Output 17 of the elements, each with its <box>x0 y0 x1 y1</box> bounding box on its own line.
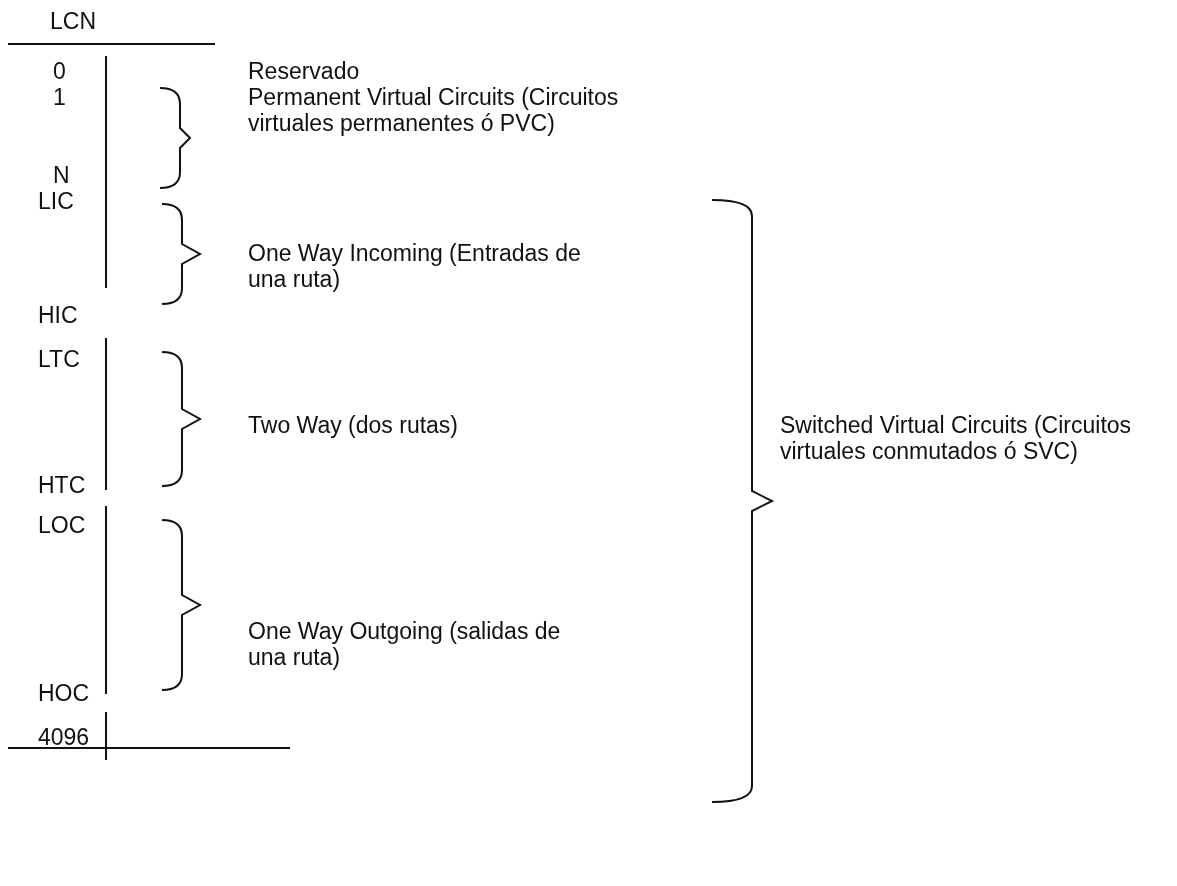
row-number: HTC <box>38 472 86 498</box>
range-label: One Way Outgoing (salidas de una ruta) <box>248 618 562 670</box>
row-number: LOC <box>38 512 86 538</box>
row-number: 1 <box>53 84 66 110</box>
row-number: LTC <box>38 346 80 372</box>
row-number: 0 <box>53 58 66 84</box>
row-number: N <box>53 162 70 188</box>
range-label: Permanent Virtual Circuits (Circuitos virtuales permanentes ó PVC) <box>248 84 620 136</box>
range-label: Switched Virtual Circuits (Circuitos virtuales conmutados ó SVC) <box>780 412 1133 464</box>
column-heading: LCN <box>50 8 96 34</box>
range-label: Reservado <box>248 58 360 84</box>
row-number: LIC <box>38 188 74 214</box>
range-label: One Way Incoming (Entradas de una ruta) <box>248 240 582 292</box>
row-number: HOC <box>38 680 90 706</box>
range-label: Two Way (dos rutas) <box>248 412 459 438</box>
row-number: 4096 <box>38 724 90 750</box>
row-number: HIC <box>38 302 78 328</box>
